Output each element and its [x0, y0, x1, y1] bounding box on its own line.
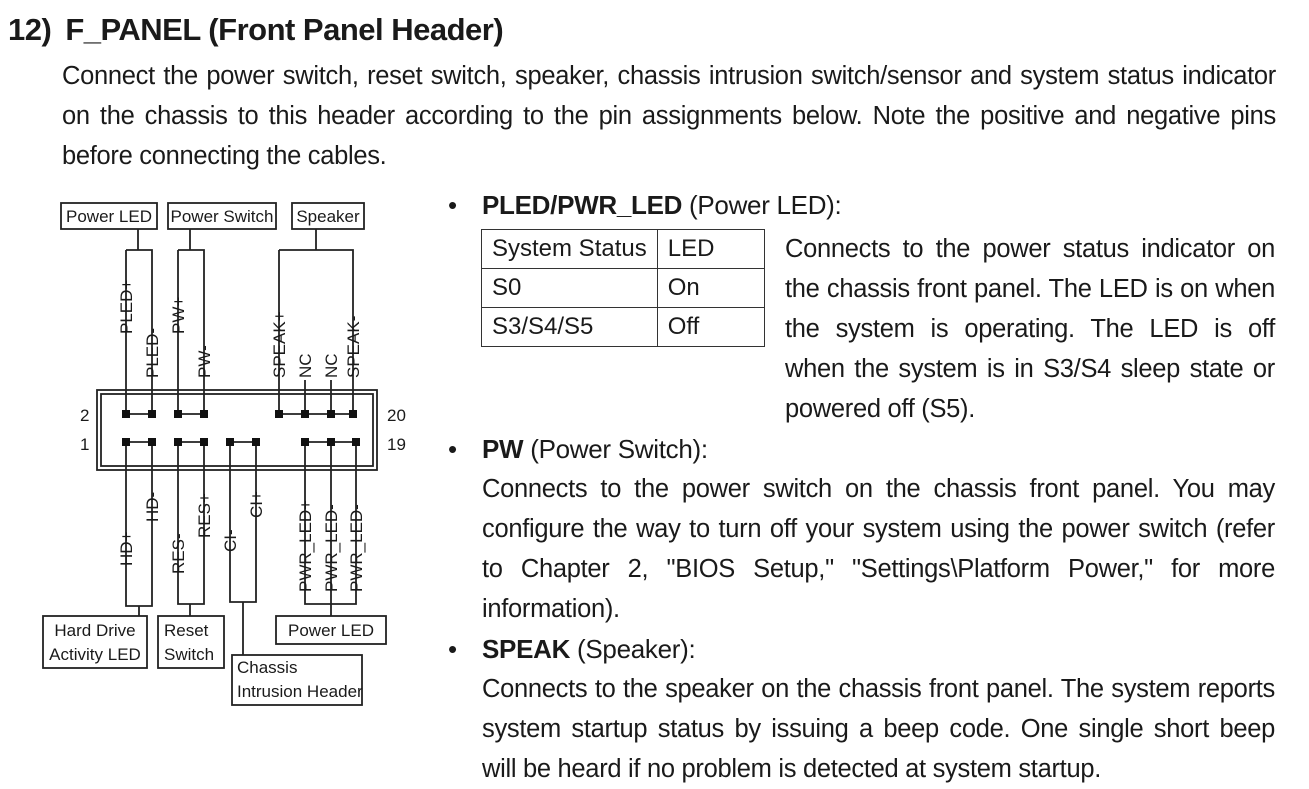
speak-term-desc: (Speaker): — [570, 634, 696, 664]
pin-number-20: 20 — [387, 406, 406, 425]
hdd-label-line1: Hard Drive — [54, 621, 135, 640]
power-switch-label: Power Switch — [171, 207, 274, 226]
pin-ci-minus: CI- — [221, 529, 240, 552]
pw-bracket — [177, 249, 205, 412]
pled-bracket — [125, 249, 153, 412]
bullet-marker-pled: • — [448, 190, 458, 220]
pin-res-plus: RES+ — [195, 493, 214, 538]
table-header-row: System Status LED — [481, 229, 765, 269]
pin-hd-minus: HD- — [143, 492, 162, 522]
table-cell: S0 — [481, 268, 658, 308]
led-status-table: System Status LED S0 On S3/S4/S5 Off — [481, 229, 765, 347]
pin-row-top — [122, 410, 357, 418]
speaker-label: Speaker — [296, 207, 360, 226]
res-bracket — [177, 442, 205, 616]
chassis-label-line1: Chassis — [237, 658, 297, 677]
pin-pw-plus: PW+ — [169, 297, 188, 334]
hd-bracket — [125, 442, 153, 616]
pw-term-desc: (Power Switch): — [523, 434, 708, 464]
pin-pled-minus: PLED- — [143, 328, 162, 378]
pin-pled-plus: PLED+ — [117, 280, 136, 334]
pled-term: PLED/PWR_LED — [482, 190, 683, 220]
pin-ci-plus: CI+ — [247, 491, 266, 518]
pw-text: Connects to the power switch on the chas… — [482, 475, 1275, 623]
pin-hd-plus: HD+ — [117, 531, 136, 566]
intro-paragraph: Connect the power switch, reset switch, … — [62, 56, 1276, 176]
speak-bracket — [278, 249, 354, 412]
table-row: S0 On — [481, 268, 765, 308]
chassis-label-box — [231, 654, 363, 706]
pw-description: Connects to the power switch on the chas… — [482, 469, 1275, 629]
power-switch-label-box — [167, 202, 277, 230]
section-title: F_PANEL (Front Panel Header) — [65, 12, 504, 47]
hdd-label-box — [42, 615, 148, 669]
pw-heading: PW (Power Switch): — [482, 434, 708, 465]
reset-label-line1: Reset — [164, 621, 209, 640]
pw-term: PW — [482, 434, 524, 464]
pin-speak-minus: SPEAK- — [344, 316, 363, 378]
power-led-top-label-box — [60, 202, 158, 230]
header-outline-inner — [100, 393, 374, 467]
speak-heading: SPEAK (Speaker): — [482, 634, 696, 665]
reset-label-line2: Switch — [164, 645, 214, 664]
f-panel-pin-diagram: Power LED Power Switch Speaker PLED+ PLE… — [42, 202, 406, 706]
reset-label-box — [157, 615, 225, 669]
power-led-bottom-label: Power LED — [288, 621, 374, 640]
pin-res-minus: RES- — [169, 533, 188, 574]
section-heading: 12) F_PANEL (Front Panel Header) — [8, 12, 504, 48]
bullet-marker-speak: • — [448, 634, 458, 664]
header-outline-outer — [96, 389, 378, 471]
table-cell: Off — [656, 307, 765, 347]
section-number: 12) — [8, 12, 52, 47]
table-header-cell: LED — [656, 229, 765, 269]
hdd-label-line2: Activity LED — [49, 645, 141, 664]
pin-pwr-led-minus-2: PWR_LED- — [347, 504, 366, 592]
ci-bracket — [229, 442, 257, 655]
pin-number-19: 19 — [387, 435, 406, 454]
speak-description: Connects to the speaker on the chassis f… — [482, 669, 1275, 789]
intro-text: Connect the power switch, reset switch, … — [62, 62, 1276, 170]
pin-nc-1: NC — [296, 353, 315, 378]
speak-term: SPEAK — [482, 634, 571, 664]
pin-pw-minus: PW- — [195, 345, 214, 378]
speaker-label-box — [291, 202, 365, 230]
nc-leads — [304, 380, 332, 412]
table-cell: On — [656, 268, 765, 308]
pled-description: Connects to the power status indicator o… — [785, 229, 1275, 429]
pin-speak-plus: SPEAK+ — [270, 311, 289, 378]
table-row: S3/S4/S5 Off — [481, 307, 765, 347]
pled-text: Connects to the power status indicator o… — [785, 235, 1275, 423]
chassis-label-line2: Intrusion Header — [237, 682, 363, 701]
pin-nc-2: NC — [322, 353, 341, 378]
power-led-bottom-label-box — [275, 615, 387, 645]
pin-number-1: 1 — [80, 435, 89, 454]
pin-pwr-led-plus: PWR_LED+ — [296, 500, 315, 592]
pin-row-bottom — [122, 438, 360, 446]
pwr-led-bracket — [304, 442, 357, 616]
table-cell: S3/S4/S5 — [481, 307, 658, 347]
power-led-top-label: Power LED — [66, 207, 152, 226]
table-header-cell: System Status — [481, 229, 658, 269]
speak-text: Connects to the speaker on the chassis f… — [482, 675, 1275, 783]
pin-number-2: 2 — [80, 406, 89, 425]
pled-term-desc: (Power LED): — [682, 190, 842, 220]
pin-pwr-led-minus-1: PWR_LED- — [322, 504, 341, 592]
bullet-marker-pw: • — [448, 434, 458, 464]
pled-heading: PLED/PWR_LED (Power LED): — [482, 190, 842, 221]
